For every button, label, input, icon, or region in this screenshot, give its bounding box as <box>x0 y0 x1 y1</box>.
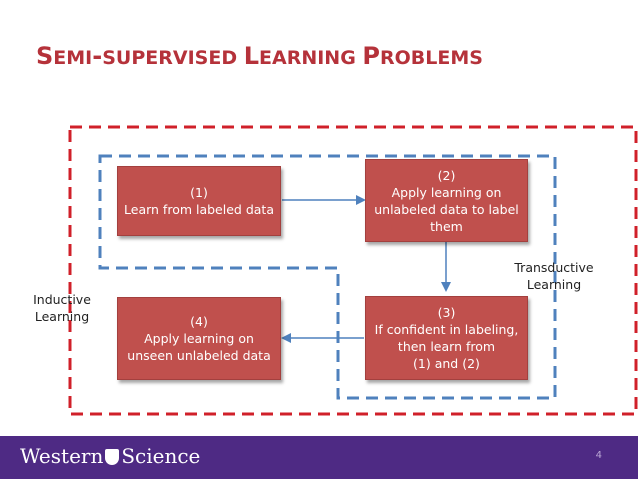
box-text-line: (1) and (2) <box>413 356 480 371</box>
title-part: S <box>36 42 54 70</box>
box-apply-unseen: (4) Apply learning on unseen unlabeled dat… <box>117 297 281 380</box>
region-label-line: Transductive <box>514 260 594 275</box>
title-part: ROBLEMS <box>380 47 483 69</box>
crest-icon <box>105 449 120 465</box>
box-learn-labeled: (1) Learn from labeled data <box>117 166 281 236</box>
box-text-line: (4) <box>190 314 208 329</box>
region-label-line: Learning <box>34 309 90 324</box>
box-learn-confident: (3) If confident in labeling, then learn f… <box>365 296 528 380</box>
page-number: 4 <box>595 450 602 461</box>
box-text-line: Apply learning on <box>144 331 254 346</box>
box-text-line: (2) <box>437 167 456 183</box>
title-part: EARNING <box>259 47 363 69</box>
title-part: P <box>362 42 381 70</box>
brand-left-text: Western <box>20 444 104 468</box>
box-text-line: Learn from labeled data <box>124 202 274 217</box>
box-text-line: them <box>430 218 463 234</box>
brand-right-text: Science <box>121 444 201 468</box>
box-text-line: unlabeled data to label <box>374 201 519 217</box>
title-part: - <box>92 42 103 70</box>
footer-bar: Western Science 4 <box>0 436 638 479</box>
western-science-logo: Western Science <box>20 444 200 468</box>
inductive-region-border <box>68 125 638 416</box>
region-label-line: Learning <box>526 277 582 292</box>
title-part: L <box>243 42 260 70</box>
box-text-line: then learn from <box>397 339 496 354</box>
title-part: EMI <box>53 47 93 69</box>
box-text-line: If confident in labeling, <box>374 322 519 337</box>
box-text-line: (3) <box>437 305 456 320</box>
title-part: SUPERVISED <box>102 47 244 69</box>
region-label-line: Inductive <box>33 292 91 307</box>
box-text-line: (1) <box>190 185 208 200</box>
transductive-region-border <box>98 154 557 400</box>
box-text-line: Apply learning on <box>391 184 502 200</box>
slide-title: SEMI-SUPERVISED LEARNING PROBLEMS <box>36 42 596 70</box>
box-text-line: unseen unlabeled data <box>127 348 271 363</box>
